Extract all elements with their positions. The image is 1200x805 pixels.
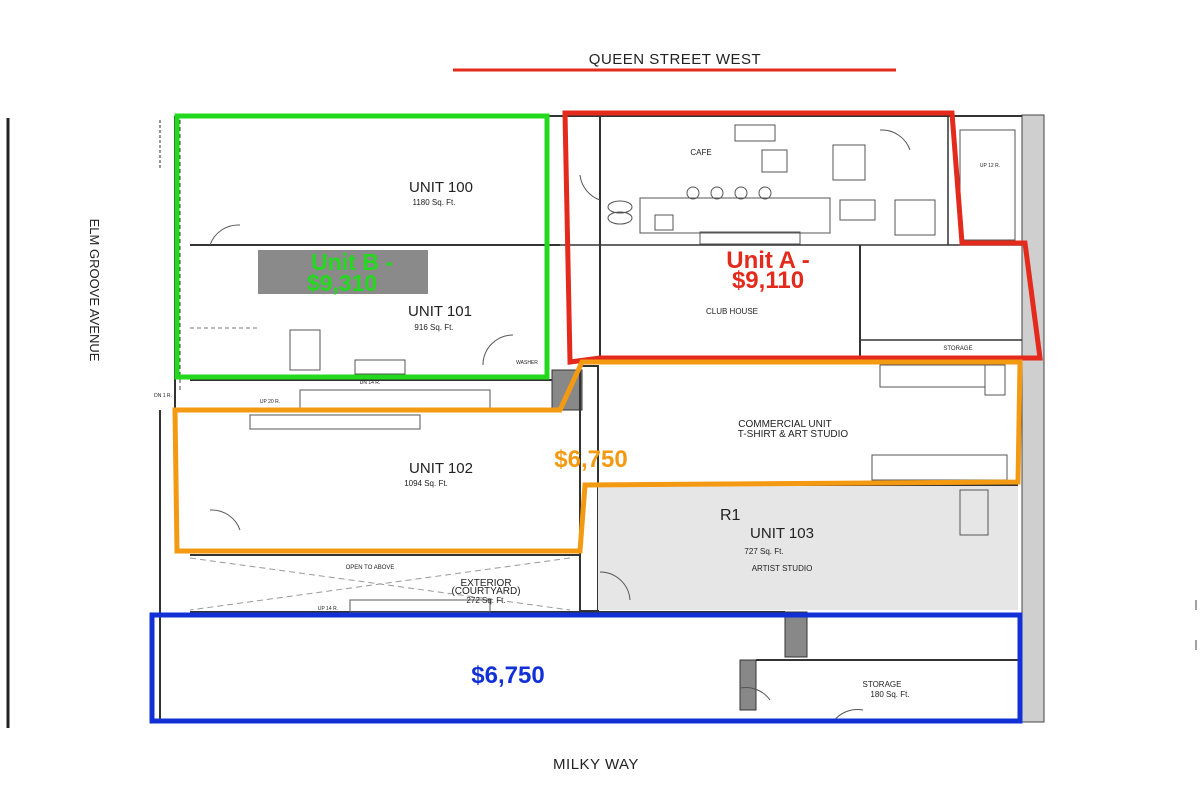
blue-unit-outline: [149, 612, 1023, 724]
unit-103-fill: [598, 486, 1018, 610]
unit-b-label-line2: $9,310: [307, 270, 377, 296]
unit-103-area: 727 Sq. Ft.: [744, 547, 783, 556]
stair-up-ne: UP 12 R.: [980, 163, 1000, 169]
unit-a-label-line2: $9,110: [732, 267, 804, 294]
unit-101-name: UNIT 101: [408, 303, 472, 320]
unit-103-name: UNIT 103: [750, 525, 814, 542]
blue-unit-price: $6,750: [471, 662, 544, 689]
unit-a-label-line1: Unit A -: [726, 247, 810, 274]
exterior-line2: (COURTYARD): [451, 586, 520, 597]
unit-101-area: 916 Sq. Ft.: [414, 323, 453, 332]
fixtures: [189, 124, 1016, 723]
cafe-label: CAFE: [690, 148, 711, 157]
stair-dn-west: DN 1 R.: [154, 393, 172, 399]
storage-small-label: STORAGE: [943, 346, 972, 352]
unit-100-name: UNIT 100: [409, 179, 473, 196]
unit-103-use: ARTIST STUDIO: [752, 564, 813, 573]
commercial-unit-line1: COMMERCIAL UNIT: [738, 419, 832, 430]
unit-b-label-line1: Unit B -: [311, 249, 393, 275]
unit-102-area: 1094 Sq. Ft.: [404, 479, 448, 488]
stair-dn-14: DN 14 R.: [360, 380, 381, 386]
club-house-label: CLUB HOUSE: [706, 307, 758, 316]
street-label-west: ELM GROOVE AVENUE: [87, 219, 102, 362]
unit-102-name: UNIT 102: [409, 460, 473, 477]
unit-100-area: 1180 Sq. Ft.: [413, 198, 456, 207]
storage-area: 180 Sq. Ft.: [870, 690, 909, 699]
exterior-area: 272 Sq. Ft.: [466, 596, 505, 605]
building-walls: [159, 114, 1045, 723]
unit-b-outline: [174, 113, 550, 380]
unit-b-label-bg: [258, 250, 428, 294]
washer-label: WASHER: [516, 360, 538, 366]
unit-a-outline: [562, 110, 1043, 365]
commercial-unit-line2: T-SHIRT & ART STUDIO: [738, 429, 849, 440]
storage-name: STORAGE: [863, 680, 902, 689]
stair-up-20: UP 20 R.: [260, 399, 280, 405]
unit-103-tag: R1: [720, 507, 741, 524]
open-to-above-label: OPEN TO ABOVE: [346, 565, 395, 571]
street-label-north: QUEEN STREET WEST: [589, 51, 761, 68]
orange-unit-price: $6,750: [554, 446, 627, 473]
orange-unit-outline: [172, 359, 1023, 554]
street-label-south: MILKY WAY: [553, 756, 639, 773]
exterior-line1: EXTERIOR: [460, 578, 511, 589]
stair-up-14: UP 14 R.: [318, 606, 338, 612]
